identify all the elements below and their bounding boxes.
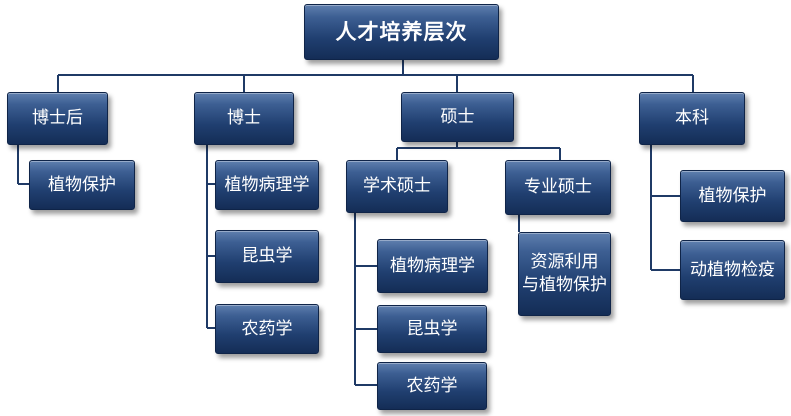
node-academic-plant-pathology: 植物病理学: [377, 239, 488, 293]
node-masters: 硕士: [401, 92, 514, 142]
root-node-title: 人才培养层次: [304, 4, 499, 60]
node-undergrad-quarantine: 动植物检疫: [680, 240, 785, 300]
node-phd-pesticide-science: 农药学: [215, 304, 319, 354]
node-postdoc-plant-protection: 植物保护: [29, 160, 135, 210]
node-phd-entomology: 昆虫学: [215, 230, 319, 283]
node-professional-masters: 专业硕士: [505, 160, 611, 215]
node-postdoc: 博士后: [7, 92, 108, 145]
node-professional-resource-utilization: 资源利用 与植物保护: [518, 232, 611, 316]
node-phd: 博士: [194, 92, 294, 145]
node-undergrad-plant-protection: 植物保护: [680, 170, 785, 222]
node-phd-plant-pathology: 植物病理学: [215, 160, 319, 210]
node-academic-pesticide-science: 农药学: [377, 362, 487, 410]
node-academic-masters: 学术硕士: [346, 160, 448, 213]
node-undergrad: 本科: [639, 92, 745, 145]
node-academic-entomology: 昆虫学: [377, 305, 487, 353]
